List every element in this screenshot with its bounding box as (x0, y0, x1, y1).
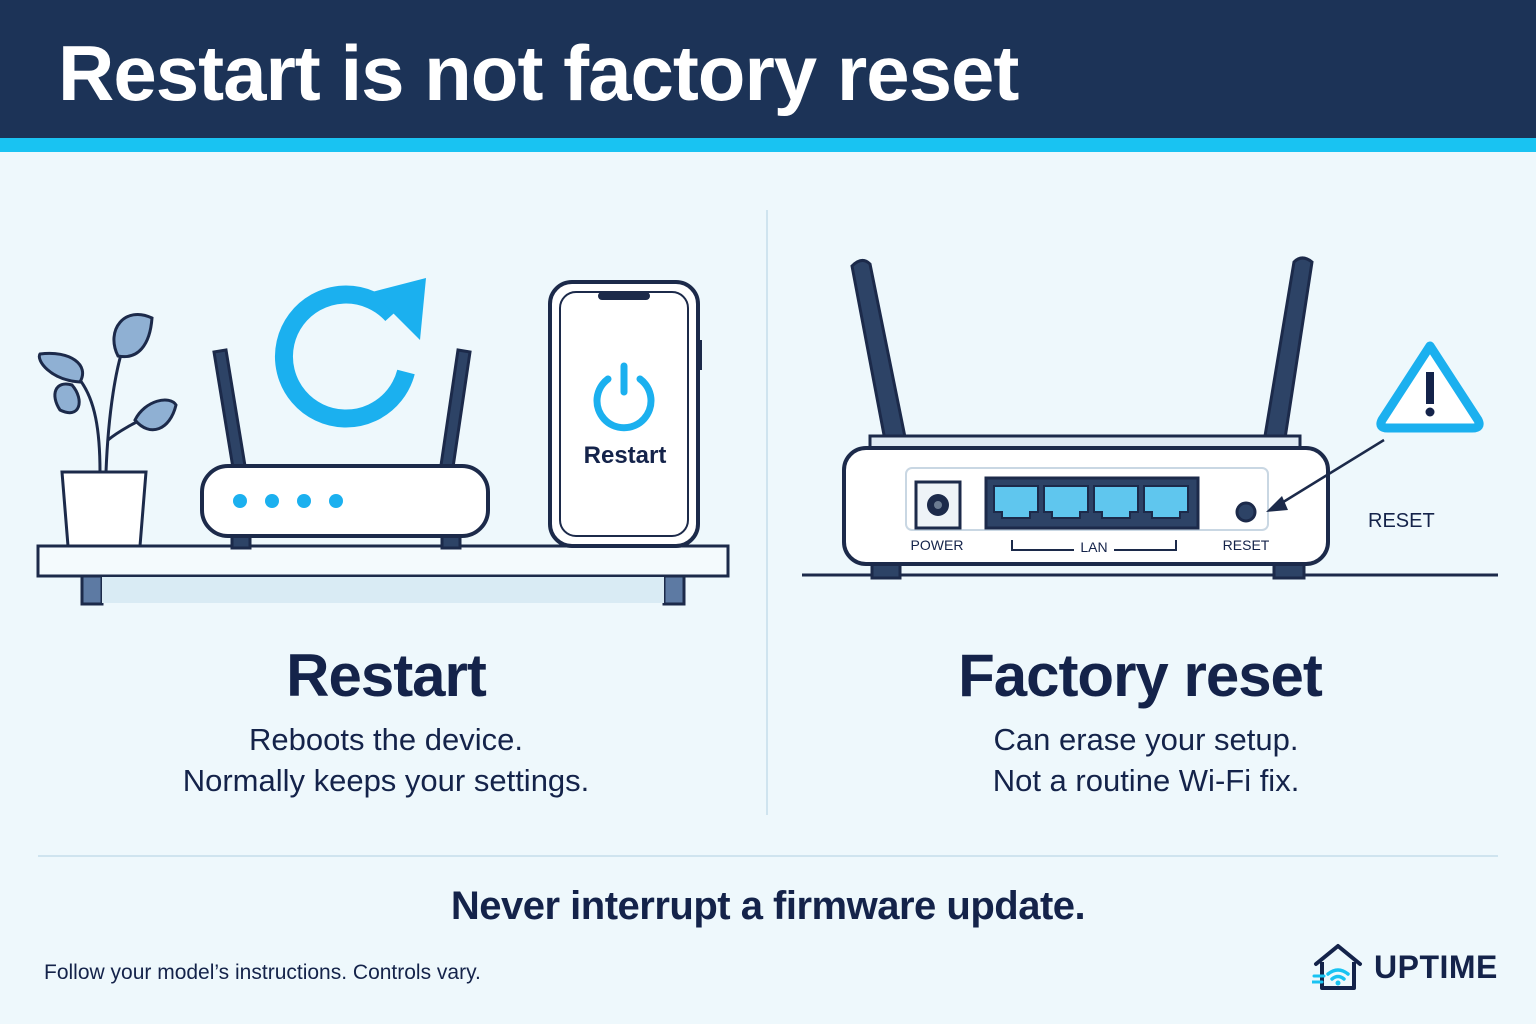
restart-heading: Restart (286, 642, 487, 709)
brand-name: UPTIME (1374, 948, 1498, 985)
home-wifi-icon (1312, 944, 1362, 990)
warning-triangle-icon (1376, 341, 1484, 433)
lan-port-1 (993, 485, 1039, 519)
header-accent-stripe (0, 138, 1536, 152)
plant-icon (37, 312, 178, 548)
header-bar (0, 0, 1536, 138)
power-icon (593, 362, 655, 432)
page-title: Restart is not factory reset (58, 29, 1019, 117)
router-led-2 (265, 494, 279, 508)
reset-port-label: RESET (1223, 537, 1270, 553)
reset-callout: RESET (1266, 438, 1435, 532)
refresh-arrow-icon (274, 278, 426, 428)
factory-reset-heading: Factory reset (958, 642, 1323, 709)
restart-description-line-2: Normally keeps your settings. (182, 763, 590, 798)
restart-description-line-1: Reboots the device. (248, 722, 523, 757)
lan-port-3 (1093, 485, 1139, 519)
router-illustration-left (200, 348, 490, 550)
brand-logo: UPTIME (1312, 940, 1498, 994)
router-led-3 (297, 494, 311, 508)
lan-port-2 (1043, 485, 1089, 519)
lan-port-label: LAN (1080, 539, 1107, 555)
power-port-label: POWER (911, 537, 964, 553)
factory-reset-description-line-2: Not a routine Wi-Fi fix. (992, 763, 1300, 798)
router-led-1 (233, 494, 247, 508)
router-led-4 (329, 494, 343, 508)
reset-callout-label: RESET (1368, 510, 1435, 532)
firmware-warning: Never interrupt a firmware update. (450, 884, 1086, 928)
phone-restart-label: Restart (584, 442, 667, 469)
lan-port-4 (1143, 485, 1189, 519)
factory-reset-description-line-1: Can erase your setup. (993, 722, 1299, 757)
router-illustration-right: POWER LAN RESET (802, 256, 1498, 580)
footnote: Follow your model’s instructions. Contro… (44, 961, 481, 984)
reset-pinhole (1235, 501, 1257, 523)
phone-illustration: Restart (548, 280, 702, 548)
shelf-illustration (36, 544, 730, 606)
